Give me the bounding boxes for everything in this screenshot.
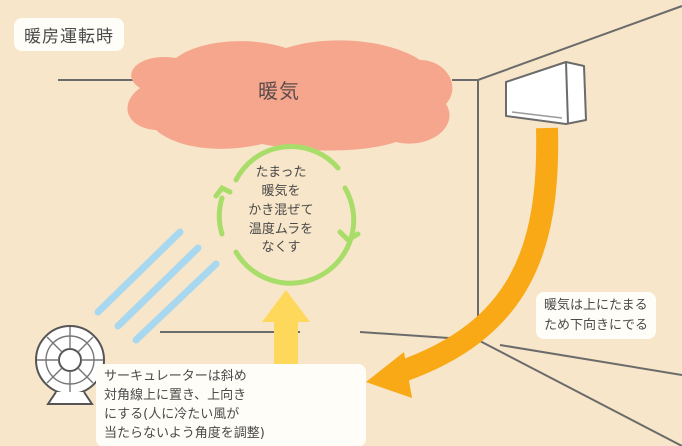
warm-air-cloud xyxy=(127,40,453,151)
air-conditioner-icon xyxy=(505,61,587,125)
ac-direction-note: 暖気は上にたまる ため下向きにでる xyxy=(536,292,657,339)
circulator-placement-note: サーキュレーターは斜め 対角線上に置き、上向き にする(人に冷たい風が 当たらな… xyxy=(96,364,366,446)
ac-airflow-arrow xyxy=(366,127,559,398)
wind-lines-icon xyxy=(94,228,220,344)
mixing-explanation: たまった 暖気を かき混ぜて 温度ムラを なくす xyxy=(248,165,314,256)
circular-arrows-icon xyxy=(213,144,361,286)
warm-air-label: 暖気 xyxy=(258,79,300,103)
circulator-fan-icon xyxy=(35,325,105,405)
diagram-title: 暖房運転時 xyxy=(14,18,124,51)
room-wall-lines xyxy=(58,5,682,446)
